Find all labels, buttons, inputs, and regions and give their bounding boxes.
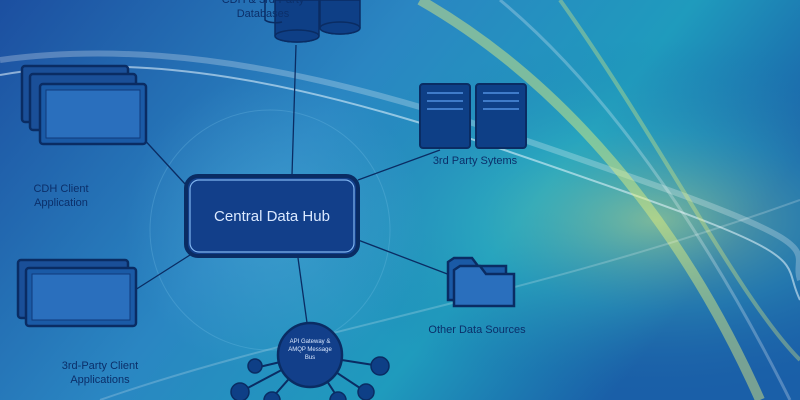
central-data-hub: [184, 174, 360, 258]
api-gateway-label: API Gateway & AMQP Message Bus: [288, 339, 332, 361]
folder-icon: [446, 256, 516, 308]
database-icon: [264, 0, 361, 43]
connector-third-party-client: [134, 254, 191, 291]
connector-other-sources: [357, 239, 451, 276]
third-party-client-label: 3rd-Party Client Applications: [61, 360, 139, 386]
connector-databases: [291, 44, 297, 176]
hub-label: Central Data Hub: [214, 207, 330, 225]
other-sources-label: Other Data Sources: [428, 324, 526, 336]
databases-label: CDH & 3rd-Party Databases: [221, 0, 305, 20]
network-hub-icon: [230, 321, 390, 400]
server-icon: [419, 83, 527, 149]
monitor-stack-icon: [20, 64, 148, 146]
third-party-systems-label: 3rd Party Sytems: [432, 155, 518, 167]
connector-cdh-client: [139, 134, 187, 186]
monitor-stack-icon: [16, 258, 138, 328]
connector-api-gateway: [297, 257, 309, 331]
cdh-client-label: CDH Client Application: [33, 183, 89, 209]
connectors: [134, 44, 451, 331]
connector-third-party-systems: [357, 149, 441, 181]
